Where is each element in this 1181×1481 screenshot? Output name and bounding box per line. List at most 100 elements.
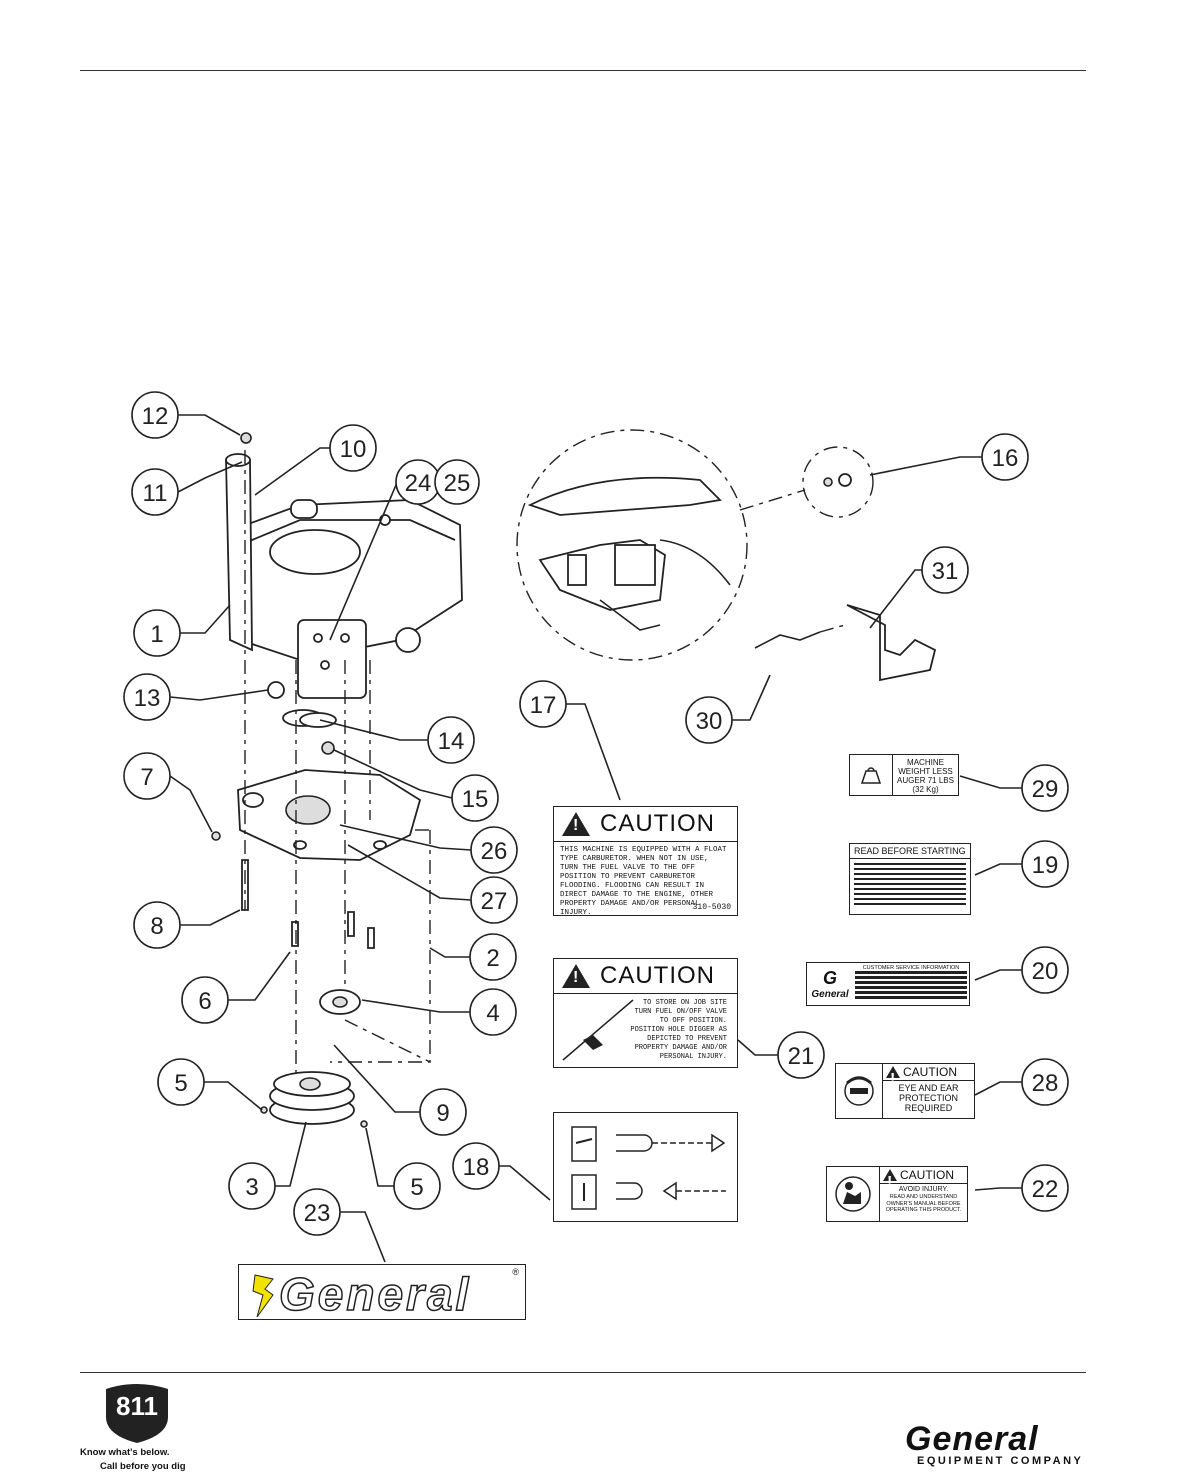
decal-17-heading: CAUTION bbox=[600, 810, 715, 837]
callout-1: 1 bbox=[133, 609, 181, 657]
decal-20-customer-service: G General CUSTOMER SERVICE INFORMATION bbox=[806, 962, 970, 1006]
pulley-illustration bbox=[269, 1071, 355, 1125]
logo-811-number: 811 bbox=[116, 1391, 158, 1421]
yellow-swoosh-icon bbox=[252, 1274, 274, 1318]
svg-text:5: 5 bbox=[410, 1174, 423, 1201]
svg-text:11: 11 bbox=[143, 480, 168, 507]
svg-text:10: 10 bbox=[340, 436, 367, 463]
callout-22: 22 bbox=[1021, 1164, 1069, 1212]
callout-3: 3 bbox=[228, 1162, 276, 1210]
bearing-bore bbox=[332, 996, 348, 1008]
ppe-head-icon bbox=[836, 1064, 883, 1118]
svg-text:21: 21 bbox=[788, 1043, 815, 1070]
spring-30 bbox=[754, 631, 821, 649]
svg-text:12: 12 bbox=[142, 403, 169, 430]
svg-text:13: 13 bbox=[134, 685, 161, 712]
warning-triangle-icon bbox=[883, 1169, 897, 1192]
decal-17-caution-carburetor: CAUTION THIS MACHINE IS EQUIPPED WITH A … bbox=[553, 806, 738, 917]
svg-text:31: 31 bbox=[932, 558, 959, 585]
warning-triangle-icon bbox=[562, 964, 590, 988]
callout-5a: 5 bbox=[157, 1058, 205, 1106]
decal-19-fine-print bbox=[854, 863, 966, 907]
svg-text:6: 6 bbox=[198, 988, 211, 1015]
callout-12: 12 bbox=[131, 391, 179, 439]
top-rule bbox=[80, 70, 1086, 71]
decal-20-fine-print bbox=[855, 971, 967, 1001]
decal-23-general-logo: General ® bbox=[238, 1264, 526, 1320]
svg-text:14: 14 bbox=[438, 728, 465, 755]
warning-triangle-icon bbox=[886, 1066, 900, 1089]
callout-2: 2 bbox=[469, 933, 517, 981]
callout-6: 9 bbox=[419, 1088, 467, 1136]
screw-8 bbox=[211, 831, 221, 841]
decal-17-body: THIS MACHINE IS EQUIPPED WITH A FLOAT TY… bbox=[560, 846, 727, 917]
svg-text:25: 25 bbox=[444, 470, 471, 497]
nut-12 bbox=[240, 432, 252, 444]
registered-icon: ® bbox=[512, 1267, 519, 1277]
svg-text:23: 23 bbox=[304, 1200, 331, 1227]
callout-16: 16 bbox=[981, 433, 1029, 481]
decal-17-partno: 310-5030 bbox=[692, 903, 731, 912]
callout-24: 24 bbox=[395, 459, 441, 505]
callout-14: 14 bbox=[427, 716, 475, 764]
decal-19-read-before-starting: READ BEFORE STARTING bbox=[849, 843, 971, 915]
svg-text:27: 27 bbox=[481, 888, 508, 915]
svg-text:16: 16 bbox=[992, 445, 1019, 472]
bolt-7 bbox=[291, 921, 299, 947]
decal-22-heading: CAUTION bbox=[900, 1168, 954, 1182]
decal-29-machine-weight: MACHINE WEIGHT LESS AUGER 71 LBS (32 Kg) bbox=[849, 754, 959, 796]
callout-17: 17 bbox=[519, 680, 567, 728]
brand-wordmark: General bbox=[905, 1420, 1039, 1458]
decal-22-line1: AVOID INJURY. bbox=[898, 1186, 949, 1193]
bolt-9 bbox=[241, 859, 249, 911]
callout-7: 6 bbox=[181, 976, 229, 1024]
callout-4: 4 bbox=[469, 988, 517, 1036]
key-5b bbox=[360, 1120, 368, 1128]
callout-8: 7 bbox=[123, 752, 171, 800]
svg-text:26: 26 bbox=[481, 838, 508, 865]
decal-28-body: EYE AND EAR PROTECTION REQUIRED bbox=[898, 1083, 959, 1113]
auger-storage-icon bbox=[562, 999, 634, 1061]
svg-text:1: 1 bbox=[150, 621, 163, 648]
svg-text:18: 18 bbox=[463, 1154, 490, 1181]
svg-text:3: 3 bbox=[245, 1174, 258, 1201]
callout-29: 29 bbox=[1021, 764, 1069, 812]
callout-25: 25 bbox=[434, 459, 480, 505]
callout-18: 18 bbox=[452, 1142, 500, 1190]
detail-circle-16 bbox=[802, 446, 874, 518]
svg-text:8: 8 bbox=[150, 913, 163, 940]
call-811-logo: 811 Know what's below. Call before you d… bbox=[80, 1383, 200, 1479]
general-g-icon: G bbox=[822, 968, 837, 988]
callout-15: 15 bbox=[451, 774, 499, 822]
decal-22-line2: READ AND UNDERSTAND OWNER'S MANUAL BEFOR… bbox=[885, 1194, 962, 1213]
svg-text:20: 20 bbox=[1032, 958, 1059, 985]
decal-28-heading: CAUTION bbox=[903, 1065, 957, 1079]
svg-text:30: 30 bbox=[696, 708, 723, 735]
bolt-7b bbox=[347, 911, 355, 937]
decal-20-heading: CUSTOMER SERVICE INFORMATION bbox=[862, 965, 960, 971]
svg-text:15: 15 bbox=[462, 786, 489, 813]
svg-text:17: 17 bbox=[530, 692, 557, 719]
decal-20-brand: General bbox=[811, 989, 849, 1000]
read-manual-icon bbox=[827, 1167, 880, 1221]
callout-20: 20 bbox=[1021, 946, 1069, 994]
callout-30: 30 bbox=[685, 696, 733, 744]
o-ring-14 bbox=[299, 712, 337, 728]
decal-21-heading: CAUTION bbox=[600, 962, 715, 989]
bolt-7c bbox=[367, 927, 375, 949]
svg-text:19: 19 bbox=[1032, 852, 1059, 879]
svg-text:9: 9 bbox=[436, 1100, 449, 1127]
svg-text:4: 4 bbox=[486, 1000, 499, 1027]
brand-subtitle: EQUIPMENT COMPANY bbox=[917, 1455, 1084, 1467]
svg-text:28: 28 bbox=[1032, 1070, 1059, 1097]
svg-text:5: 5 bbox=[174, 1070, 187, 1097]
weight-icon bbox=[850, 755, 893, 795]
logo-811-call: Call before you dig bbox=[100, 1461, 186, 1472]
callout-27: 27 bbox=[470, 876, 518, 924]
callout-19: 19 bbox=[1021, 840, 1069, 888]
engine-base-plate bbox=[237, 681, 422, 861]
callout-23: 23 bbox=[293, 1188, 341, 1236]
callout-21: 21 bbox=[777, 1031, 825, 1079]
bottom-rule bbox=[80, 1372, 1086, 1373]
